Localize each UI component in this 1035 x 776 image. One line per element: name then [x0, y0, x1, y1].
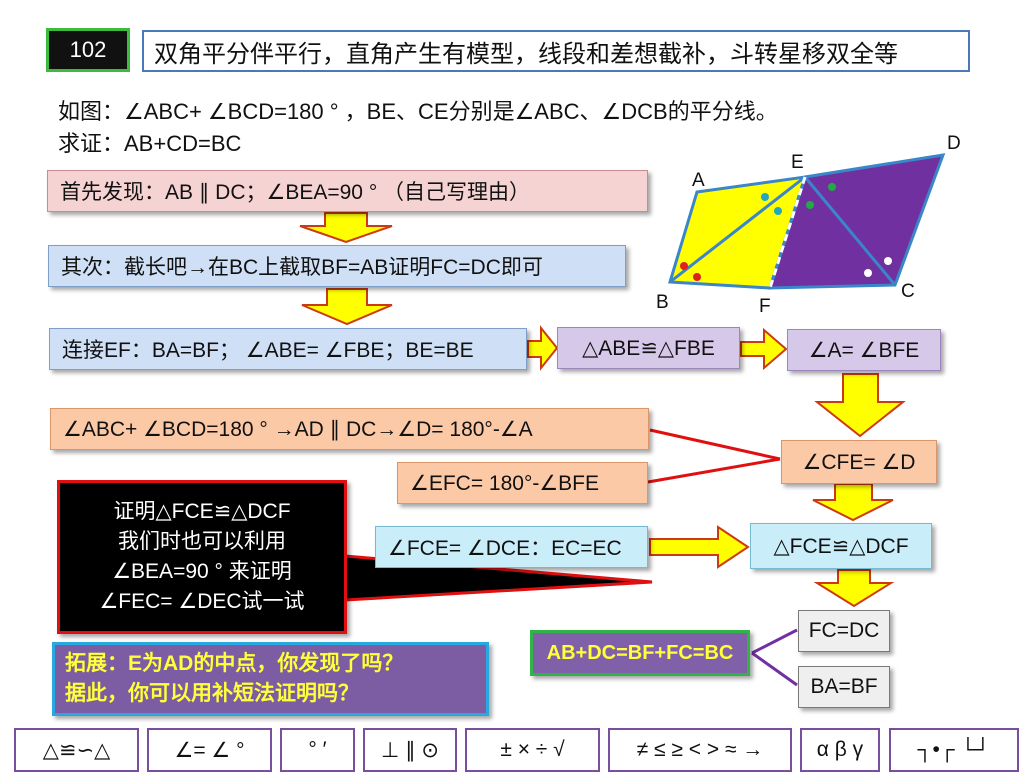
angle-mark-B1 [680, 262, 688, 270]
arrow-down-5 [813, 569, 895, 608]
angle-mark-E2 [774, 207, 782, 215]
segment-BE [669, 175, 806, 284]
extension-line-1: 拓展：E为AD的中点，你发现了吗？ [65, 652, 404, 675]
extension-line-2: 据此，你可以用补短法证明吗？ [65, 682, 359, 705]
step-fce-box: ∠FCE= ∠DCE：EC=EC [375, 526, 648, 568]
slide-number-badge: 102 [46, 28, 130, 72]
problem-statement: 如图：∠ABC+ ∠BCD=180 ° ，BE、CE分别是∠ABC、∠DCB的平… [58, 99, 778, 124]
hint-line-1: 证明△FCE≌△DCF [113, 500, 291, 523]
result-fcdc-box: FC=DC [798, 610, 890, 652]
step-cfe-box: ∠CFE= ∠D [781, 440, 937, 484]
purple-region [767, 153, 946, 290]
hint-line-2: 我们时也可以利用 [118, 530, 286, 553]
toolbar-degree-symbols[interactable]: ° ′ [280, 728, 355, 772]
point-label-E: E [791, 152, 804, 173]
point-label-F: F [759, 296, 771, 317]
arrow-right-3 [649, 525, 750, 569]
conclusion-box: AB+DC=BF+FC=BC [530, 630, 750, 676]
toolbar-angle-symbols[interactable]: ∠= ∠ ° [147, 728, 272, 772]
arrow-down-4 [812, 483, 894, 522]
connector-sumD-cfe [649, 428, 781, 461]
step-sumD-box: ∠ABC+ ∠BCD=180 ° →AD ∥ DC→∠D= 180°-∠A [50, 408, 649, 450]
point-label-C: C [901, 281, 915, 302]
step-angleA-box: ∠A= ∠BFE [787, 329, 941, 371]
hint-line-3: ∠BEA=90 ° 来证明 [112, 560, 292, 583]
angle-mark-E3 [828, 183, 836, 191]
point-label-B: B [656, 292, 669, 313]
arrow-down-1 [299, 212, 393, 244]
hint-line-4: ∠FEC= ∠DEC试一试 [99, 590, 305, 613]
toolbar-perpendicular-symbols[interactable]: ⊥ ∥ ⊙ [363, 728, 457, 772]
angle-mark-B2 [693, 273, 701, 281]
point-label-D: D [947, 133, 961, 154]
connector-concl-babf [751, 651, 798, 687]
arrow-right-1 [527, 325, 559, 371]
toolbar-relation-symbols[interactable]: ≠ ≤ ≥ < > ≈ → [608, 728, 792, 772]
arrow-right-2 [740, 327, 788, 371]
segment-CE [803, 176, 897, 286]
toolbar-operator-symbols[interactable]: ± × ÷ √ [465, 728, 600, 772]
connector-efc-cfe [647, 457, 781, 484]
connector-concl-fcdc [751, 628, 798, 655]
arrow-down-3 [814, 373, 906, 438]
step-connect-box: 连接EF：BA=BF； ∠ABE= ∠FBE；BE=BE [49, 328, 527, 370]
slide-title: 双角平分伴平行，直角产生有模型，线段和差想截补，斗转星移双全等 [142, 30, 970, 72]
angle-mark-C1 [864, 269, 872, 277]
hint-callout: 证明△FCE≌△DCF 我们时也可以利用 ∠BEA=90 ° 来证明 ∠FEC=… [57, 480, 347, 634]
step-congruent1-box: △ABE≌△FBE [557, 327, 740, 369]
segment-EF [768, 176, 807, 289]
step-congruent2-box: △FCE≌△DCF [750, 523, 932, 569]
angle-mark-C2 [884, 257, 892, 265]
step-first-box: 首先发现：AB ∥ DC；∠BEA=90 ° （自己写理由） [47, 170, 648, 212]
arrow-down-2 [301, 288, 393, 326]
step-efc-box: ∠EFC= 180°-∠BFE [397, 462, 648, 504]
step-second-box: 其次：截长吧→在BC上截取BF=AB证明FC=DC即可 [48, 245, 626, 287]
extension-box: 拓展：E为AD的中点，你发现了吗？ 据此，你可以用补短法证明吗？ [52, 642, 489, 716]
result-babf-box: BA=BF [798, 666, 890, 708]
angle-mark-E1 [761, 193, 769, 201]
toolbar-congruence-symbols[interactable]: △≌∽△ [14, 728, 139, 772]
toolbar-greek-symbols[interactable]: α β γ [800, 728, 880, 772]
toolbar-corner-symbols[interactable]: ┐•┌ └┘ [889, 728, 1019, 772]
problem-goal: 求证：AB+CD=BC [58, 131, 242, 156]
angle-mark-E4 [806, 201, 814, 209]
geometry-figure [668, 153, 946, 290]
point-label-A: A [692, 170, 705, 191]
